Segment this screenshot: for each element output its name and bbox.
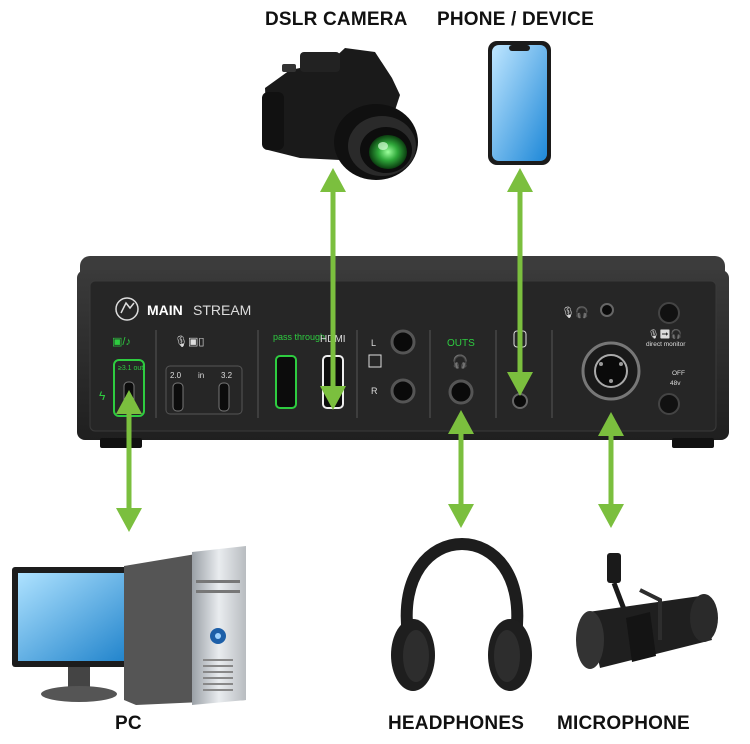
camera-image bbox=[262, 48, 418, 180]
mic-headphone-icons: 🎙🎧 bbox=[561, 306, 589, 319]
brand-name-bold: MAIN bbox=[147, 302, 183, 318]
arrow-headphones bbox=[448, 410, 474, 528]
line-in-right-jack bbox=[390, 378, 416, 404]
outs-label: OUTS bbox=[447, 338, 475, 349]
pc-image bbox=[12, 546, 246, 705]
usb-in-label: in bbox=[198, 371, 204, 380]
brand-name-light: STREAM bbox=[193, 302, 251, 318]
mic-camera-usb-icons: 🎙▣▯ bbox=[174, 335, 204, 348]
microphone-image bbox=[576, 553, 718, 669]
pass-through-label: pass through bbox=[273, 332, 325, 342]
device-trrs-jack bbox=[512, 393, 528, 409]
usb-in-left-label: 2.0 bbox=[170, 371, 182, 380]
headphone-out-jack bbox=[448, 379, 474, 405]
input-right-label: R bbox=[371, 386, 378, 396]
phantom-48v-label: 48v bbox=[670, 380, 681, 387]
usb-out-label: ≥3.1 out bbox=[118, 365, 143, 372]
mini-jack bbox=[600, 303, 614, 317]
direct-monitor-icons: 🎙➡🎧 bbox=[648, 328, 682, 339]
direct-monitor-label: direct monitor bbox=[646, 341, 686, 348]
label-pc: PC bbox=[115, 713, 142, 734]
arrow-camera bbox=[320, 168, 346, 410]
label-dslr-camera: DSLR CAMERA bbox=[265, 9, 408, 30]
hdmi-pass-through-port bbox=[275, 355, 297, 409]
phantom-off-label: OFF bbox=[672, 370, 685, 377]
phone-image bbox=[488, 41, 551, 165]
speaker-icon bbox=[368, 354, 382, 368]
usb-c-in-port-1 bbox=[172, 382, 184, 412]
connection-arrows bbox=[116, 168, 624, 532]
mackie-logo-icon bbox=[115, 297, 139, 321]
label-microphone: MICROPHONE bbox=[557, 713, 690, 734]
usb-c-in-port-2 bbox=[218, 382, 230, 412]
usb-in-right-label: 3.2 bbox=[221, 371, 233, 380]
line-in-left-jack bbox=[390, 329, 416, 355]
power-icon: ϟ bbox=[99, 389, 106, 403]
phantom-power-button bbox=[658, 393, 680, 415]
arrow-microphone bbox=[598, 412, 624, 528]
arrow-phone bbox=[507, 168, 533, 396]
arrow-pc bbox=[116, 390, 142, 532]
direct-monitor-button bbox=[658, 302, 680, 324]
input-left-label: L bbox=[371, 338, 376, 348]
mainstream-interface: MAIN STREAM ▣/♪ ≥3.1 out ϟ 🎙▣▯ 2.0 in 3.… bbox=[77, 256, 729, 448]
label-headphones: HEADPHONES bbox=[388, 713, 525, 734]
label-phone-device: PHONE / DEVICE bbox=[437, 9, 594, 30]
headphones-image bbox=[391, 537, 532, 691]
headphones-icon: 🎧 bbox=[452, 354, 468, 369]
video-music-icon: ▣/♪ bbox=[112, 336, 131, 348]
